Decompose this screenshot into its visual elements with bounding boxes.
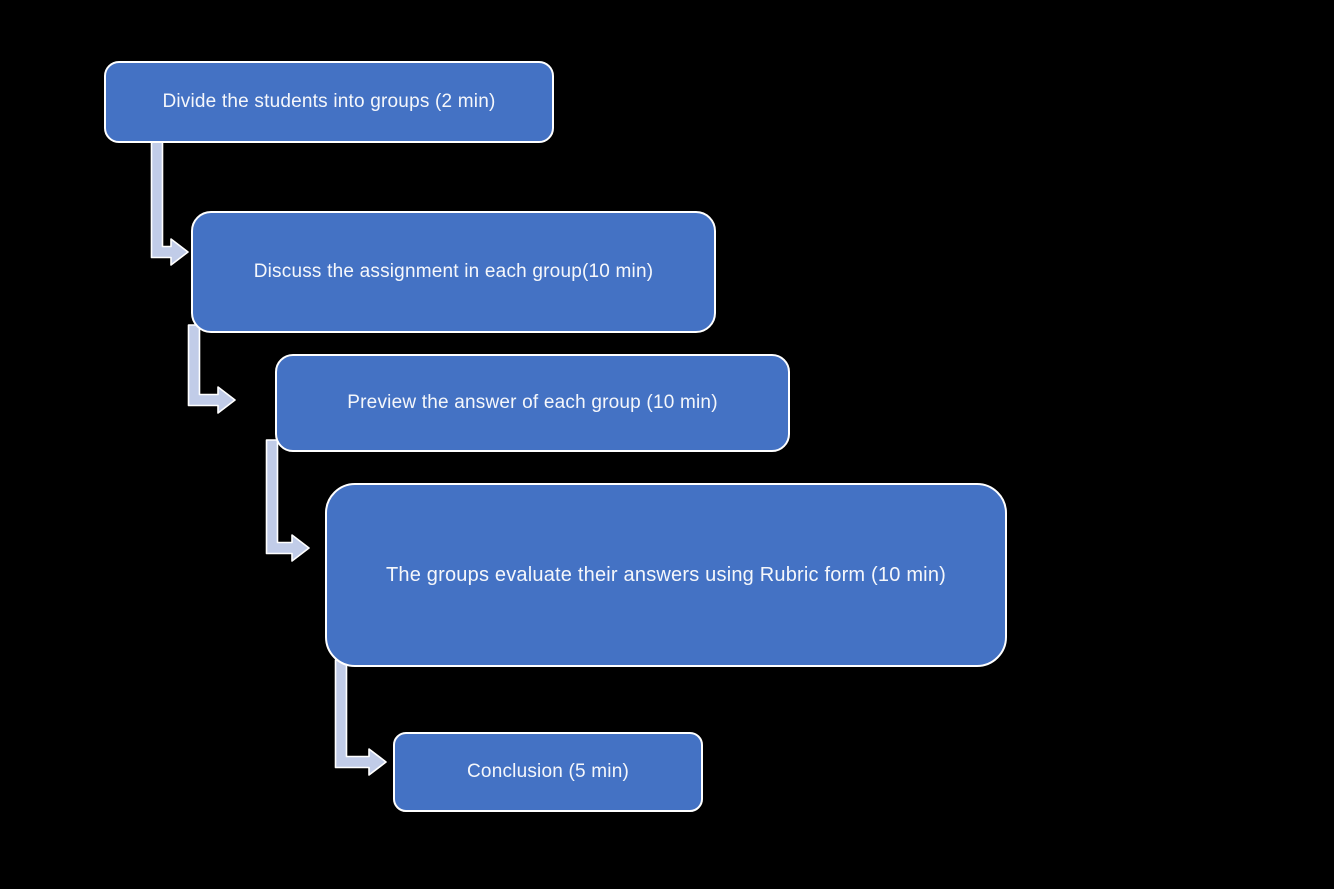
flow-node-preview-answers: Preview the answer of each group (10 min… (275, 354, 790, 452)
flow-node-label: The groups evaluate their answers using … (385, 563, 947, 586)
flow-node-evaluate-rubric: The groups evaluate their answers using … (325, 483, 1007, 667)
elbow-arrow-1-2-icon (150, 137, 189, 266)
flow-node-label: Conclusion (5 min) (467, 761, 629, 782)
flow-node-label: Discuss the assignment in each group(10 … (253, 261, 654, 282)
elbow-arrow-2-3-icon (187, 324, 236, 414)
flow-node-discuss-assignment: Discuss the assignment in each group(10 … (191, 211, 716, 333)
elbow-arrow-3-4-icon (265, 439, 310, 562)
flow-node-divide-students: Divide the students into groups (2 min) (104, 61, 554, 143)
flow-node-label: Divide the students into groups (2 min) (162, 91, 496, 112)
flow-node-conclusion: Conclusion (5 min) (393, 732, 703, 812)
elbow-arrow-4-5-icon (334, 659, 387, 776)
flow-node-label: Preview the answer of each group (10 min… (347, 392, 718, 413)
